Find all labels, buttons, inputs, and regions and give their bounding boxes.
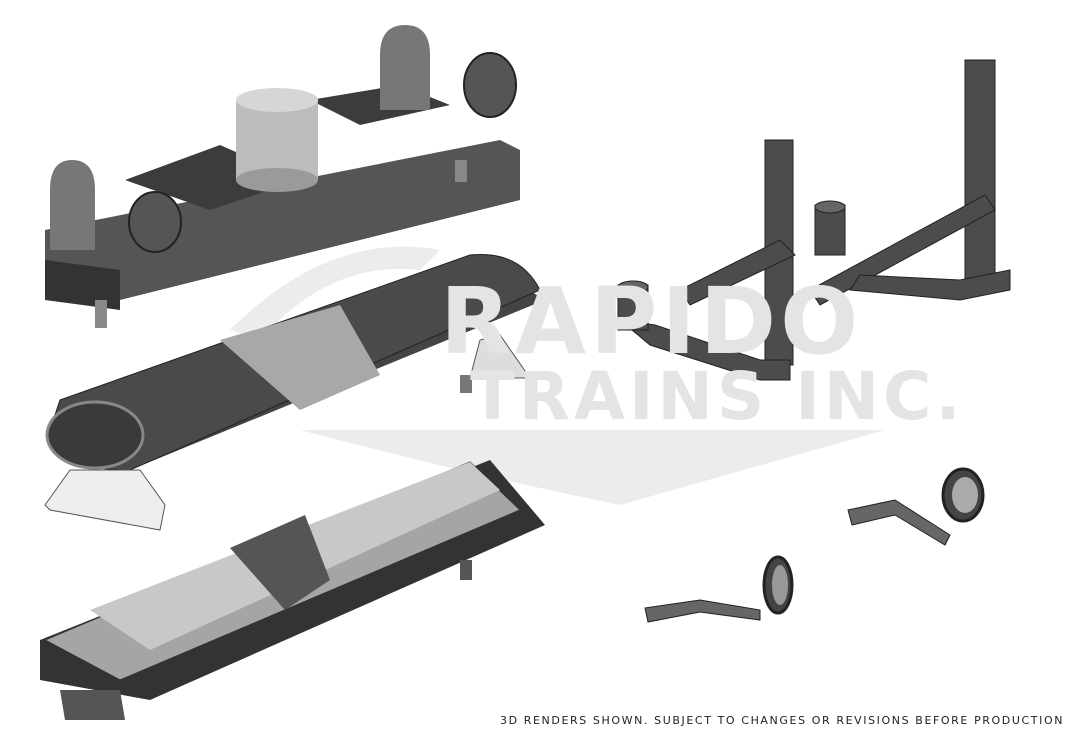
mirror-part-left <box>644 555 794 623</box>
watermark-swoosh-lower <box>300 430 885 505</box>
trapezoid-light-bar-part <box>40 460 545 720</box>
light-bar-base-part <box>45 25 520 328</box>
watermark-swoosh <box>230 246 440 340</box>
disclaimer-caption: 3D RENDERS SHOWN. SUBJECT TO CHANGES OR … <box>500 714 1065 727</box>
watermark-subtitle: TRAINS INC. <box>470 358 965 435</box>
mirror-part-right <box>847 467 985 546</box>
rounded-light-bar-part <box>44 253 545 531</box>
watermark-brand: RAPIDO <box>440 268 863 375</box>
pilot-frame-part <box>617 59 1011 381</box>
